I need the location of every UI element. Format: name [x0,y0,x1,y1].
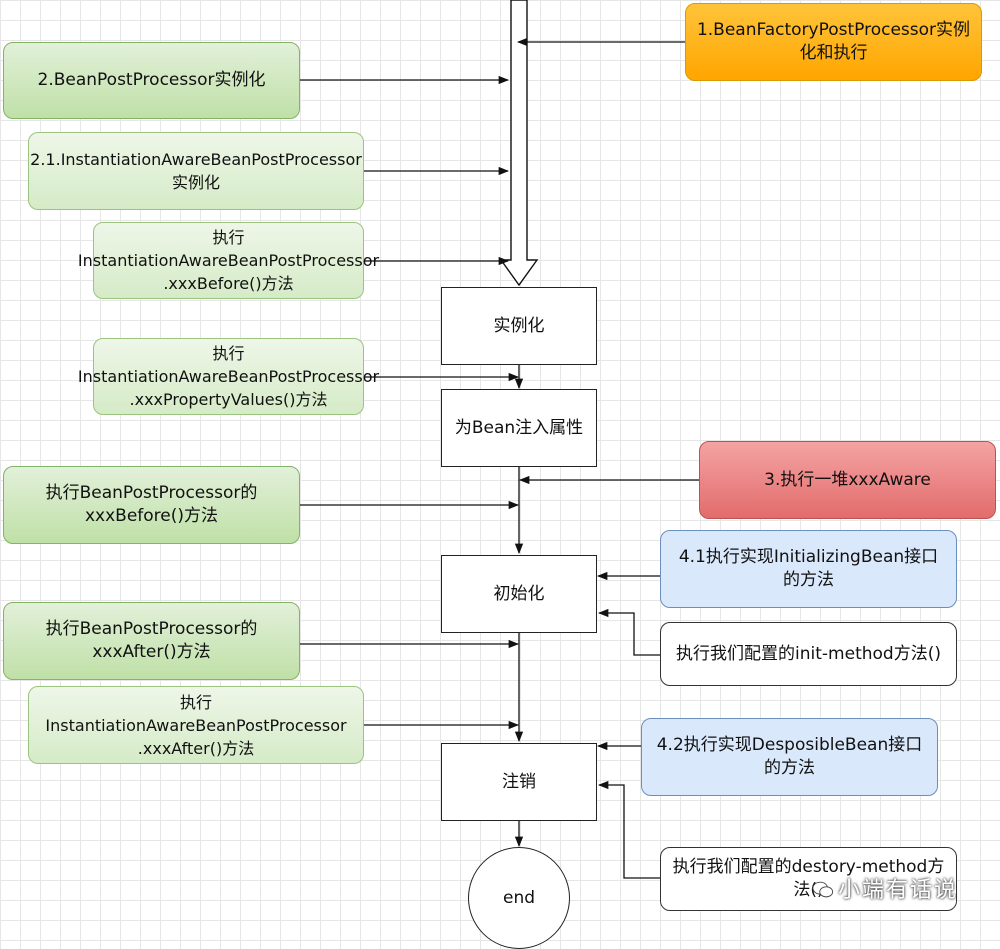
diagram-edges [300,0,699,879]
node-destroy: 注销 [441,743,597,821]
node-bpp-after: 执行BeanPostProcessor的 xxxAfter()方法 [3,602,300,680]
node-init-method: 执行我们配置的init-method方法() [660,622,957,686]
node-inject-properties: 为Bean注入属性 [441,389,597,467]
node-end: end [468,847,570,949]
node-aware: 3.执行一堆xxxAware [699,441,996,519]
wechat-icon [812,881,834,898]
node-instantiate: 实例化 [441,287,597,365]
node-iabpp-property-values: 执行 InstantiationAwareBeanPostProcessor .… [78,338,379,415]
node-initialize: 初始化 [441,555,597,633]
node-iabpp-after: 执行 InstantiationAwareBeanPostProcessor .… [28,686,364,764]
node-iabpp-before: 执行 InstantiationAwareBeanPostProcessor .… [78,222,379,299]
node-destroy-method: 执行我们配置的destory-method方 法() [660,847,957,911]
watermark-text: 小端有话说 [838,878,959,903]
edge-destroy-method [597,780,660,879]
node-initializing-bean: 4.1执行实现InitializingBean接口 的方法 [660,530,957,608]
node-disposable-bean: 4.2执行实现DesposibleBean接口 的方法 [641,718,938,796]
node-instantiation-aware-bpp: 2.1.InstantiationAwareBeanPostProcessor … [28,132,364,210]
node-bpp-before: 执行BeanPostProcessor的 xxxBefore()方法 [3,466,300,544]
node-bean-post-processor: 2.BeanPostProcessor实例化 [3,42,300,119]
node-bean-factory-post-processor: 1.BeanFactoryPostProcessor实例 化和执行 [685,3,982,81]
edge-init-method [597,608,660,656]
main-flow-arrow [499,0,539,287]
watermark: 小端有话说 [812,872,958,904]
